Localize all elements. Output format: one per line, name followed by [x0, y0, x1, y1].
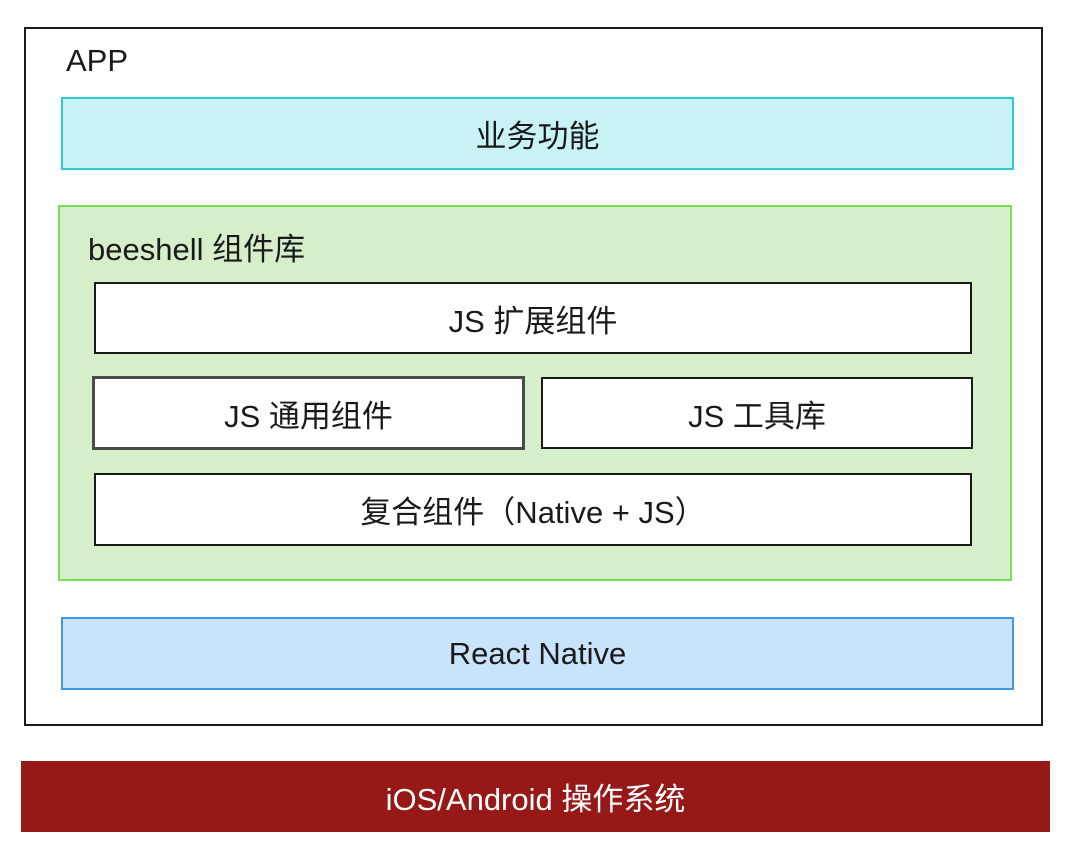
beeshell-label: beeshell 组件库 — [88, 232, 306, 267]
js-common-components-box: JS 通用组件 — [92, 376, 525, 450]
app-label: APP — [66, 43, 129, 78]
business-layer: 业务功能 — [61, 97, 1014, 170]
js-tools-library-box: JS 工具库 — [541, 377, 973, 449]
composite-components-box: 复合组件（Native + JS） — [94, 473, 972, 546]
js-extension-components-box: JS 扩展组件 — [94, 282, 972, 354]
react-native-layer: React Native — [61, 617, 1014, 690]
os-layer: iOS/Android 操作系统 — [21, 761, 1050, 832]
